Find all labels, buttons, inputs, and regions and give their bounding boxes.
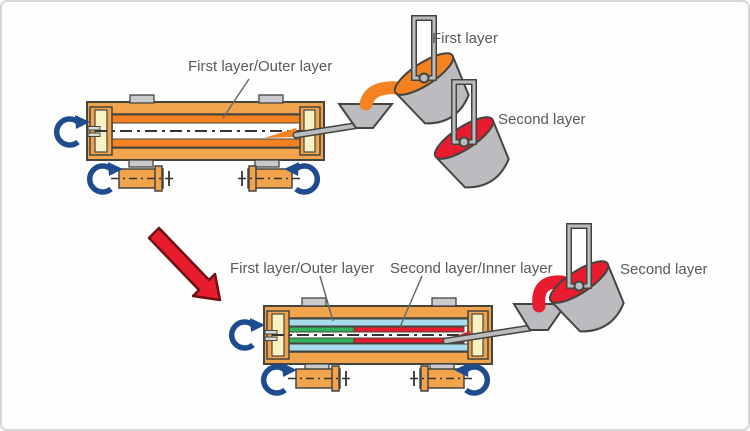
pouring-funnel [512, 303, 568, 331]
label-first-outer-layer: First layer/Outer layer [188, 58, 332, 75]
support-roller-left [287, 365, 353, 392]
mold-top-pad [301, 297, 327, 307]
orange-pour-stream [359, 81, 405, 111]
ladle-second-layer-pouring [544, 226, 635, 343]
second-layer-solidified-bottom [288, 337, 355, 344]
mold-top-pad [129, 94, 155, 104]
red-pour-stream [532, 275, 569, 313]
mold-top-pad [431, 297, 457, 307]
rotation-arrow-axis [232, 318, 265, 348]
first-layer-coating-bottom [111, 138, 301, 148]
label-first-layer-ladle: First layer [432, 30, 498, 47]
leader-line [222, 78, 250, 119]
second-layer-solidified-top [288, 326, 355, 333]
stage1-mold [86, 94, 364, 168]
mold-bottom-pad [254, 159, 280, 168]
first-layer-coating-top [111, 114, 301, 124]
label-second-layer-ladle: Second layer [620, 261, 708, 278]
label-first-outer-layer: First layer/Outer layer [230, 260, 374, 277]
stage1-scene: First layer/Outer layer First layer Seco… [57, 18, 586, 199]
rotation-arrow-axis [57, 115, 90, 145]
process-step-arrow [147, 226, 222, 302]
molten-splash [264, 128, 298, 138]
label-second-layer-ladle: Second layer [498, 111, 586, 128]
leader-line [399, 275, 423, 328]
label-second-inner-layer: Second layer/Inner layer [390, 260, 553, 277]
stage2-mold [263, 297, 534, 372]
pouring-funnel [337, 103, 395, 129]
leader-line [319, 275, 334, 322]
first-layer-solidified-top [288, 318, 469, 327]
first-layer-solidified-bottom [288, 343, 469, 352]
rotation-arrow-left-roller [90, 162, 123, 192]
mold-bottom-pad [128, 159, 154, 168]
second-layer-molten-top [353, 326, 465, 333]
stage2-scene: First layer/Outer layer Second layer/Inn… [230, 226, 708, 393]
mold-top-pad [258, 94, 284, 104]
